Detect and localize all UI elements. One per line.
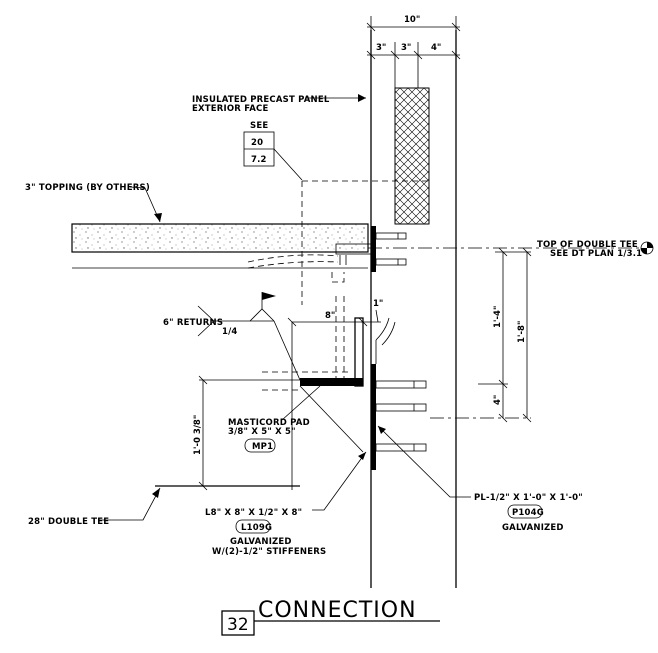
precast-panel	[370, 30, 457, 588]
panel-callout: INSULATED PRECAST PANEL EXTERIOR FACE	[192, 94, 366, 114]
dim-overall-width: 10"	[404, 15, 420, 25]
title-block: 32 CONNECTION	[221, 598, 440, 636]
weld-symbol: 6" RETURNS 1/4	[163, 292, 301, 381]
angle-label-line2: GALVANIZED	[230, 537, 292, 547]
panel-label-line1: INSULATED PRECAST PANEL	[192, 95, 330, 105]
double-tee-leg: 28" DOUBLE TEE	[28, 485, 300, 527]
see-bottom-ref: 7.2	[251, 155, 267, 165]
dim-vert-a: 1'-4"	[493, 306, 503, 328]
dim-vert-c: 4"	[493, 395, 503, 405]
masticord-tag: MP1	[252, 442, 273, 452]
dim-vert-b: 1'-8"	[517, 321, 527, 343]
dim-pad-height: 1'-0 3/8"	[193, 415, 203, 455]
dim-seg-a: 3"	[376, 43, 386, 53]
topping-slab: 3" TOPPING (BY OTHERS)	[25, 183, 369, 269]
gap-dimension: 1"	[361, 299, 383, 323]
plate-callout: PL-1/2" X 1'-0" X 1'-0" P104G GALVANIZED	[377, 425, 583, 533]
dim-gap: 1"	[373, 299, 383, 309]
steel-angle: 8"	[262, 296, 368, 490]
double-tee-label: 28" DOUBLE TEE	[28, 517, 109, 527]
see-label: SEE	[250, 121, 268, 131]
angle-callout: L8" X 8" X 1/2" X 8" L109G GALVANIZED W/…	[205, 451, 367, 557]
returns-label: 6" RETURNS	[163, 318, 223, 328]
panel-label-line2: EXTERIOR FACE	[192, 104, 268, 114]
top-dimensions: 10" 3" 3" 4"	[366, 15, 461, 88]
drawing-title: CONNECTION	[258, 598, 417, 623]
weld-size-label: 1/4	[222, 327, 238, 337]
section-reference: SEE 20 7.2	[243, 121, 303, 181]
dim-angle-leg: 8"	[325, 311, 335, 321]
plate-label-line1: PL-1/2" X 1'-0" X 1'-0"	[474, 493, 583, 503]
dim-seg-b: 3"	[401, 43, 411, 53]
top-dt-label-line2: SEE DT PLAN 1/3.1	[550, 249, 642, 259]
dim-seg-c: 4"	[431, 43, 441, 53]
lower-plate-and-bolts	[371, 317, 427, 470]
plate-tag: P104G	[512, 508, 544, 518]
masticord-label-line1: MASTICORD PAD	[228, 418, 310, 428]
masticord-callout: 1'-0 3/8" MASTICORD PAD 3/8" X 5" X 5" M…	[193, 375, 321, 491]
masticord-label-line2: 3/8" X 5" X 5"	[228, 427, 296, 437]
topping-label: 3" TOPPING (BY OTHERS)	[25, 183, 150, 193]
angle-label-line1: L8" X 8" X 1/2" X 8"	[205, 508, 302, 518]
slab-embed	[247, 243, 372, 283]
detail-number: 32	[227, 615, 249, 635]
plate-label-line2: GALVANIZED	[502, 523, 564, 533]
angle-label-line3: W/(2)-1/2" STIFFENERS	[212, 547, 326, 557]
angle-tag: L109G	[241, 523, 272, 533]
see-top-ref: 20	[251, 138, 263, 148]
top-dt-label-line1: TOP OF DOUBLE TEE	[537, 240, 638, 250]
top-of-double-tee-datum: TOP OF DOUBLE TEE SEE DT PLAN 1/3.1	[368, 240, 654, 259]
upper-anchor-bolts	[371, 226, 407, 272]
right-dimensions: 1'-4" 1'-8" 4"	[430, 247, 532, 423]
